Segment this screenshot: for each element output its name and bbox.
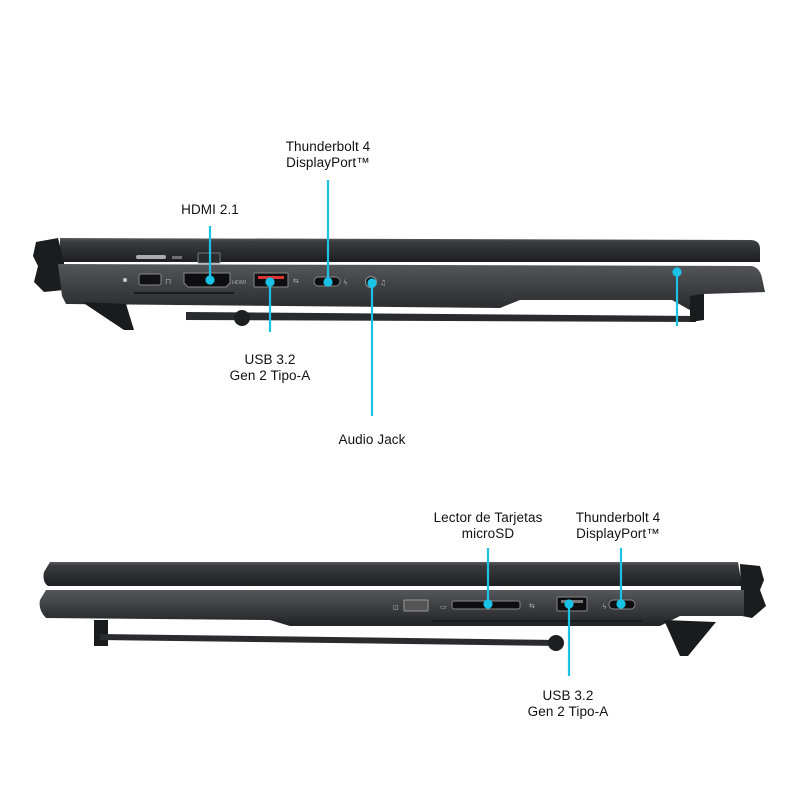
laptop-base [58,264,765,318]
power-led [123,278,127,282]
label-usb-a-bottom: USB 3.2 Gen 2 Tipo-A [527,688,609,719]
laptop-lid [60,238,760,262]
vent-line [432,620,642,622]
stand-foot-left [94,620,108,646]
hinge [33,238,64,292]
stand-bar [186,312,696,322]
lid-slot [172,256,182,259]
sd-icon: ▭ [440,603,447,611]
stand-foot-right [664,620,716,656]
headset-icon: ♫ [380,279,386,287]
stand-bar [100,634,560,646]
stand-foot-right [690,294,704,322]
thunderbolt-icon: ϟ [602,603,607,611]
lock-slot [403,599,429,612]
hdmi-port-mark: HDMI [232,280,247,286]
hinge [740,564,766,618]
label-thunderbolt-4-top: Thunderbolt 4 DisplayPort™ [285,139,371,170]
label-usb-a-top: USB 3.2 Gen 2 Tipo-A [229,352,311,383]
usb-ss-icon: ⇆ [529,602,535,610]
label-thunderbolt-4-bottom: Thunderbolt 4 DisplayPort™ [575,510,661,541]
label-microsd-reader: Lector de Tarjetas microSD [433,510,543,541]
lock-icon: ⊡ [393,604,399,612]
vent-line [134,292,234,294]
stand-foot-left [82,302,134,330]
stand-knob [548,635,564,651]
dc-in-port [138,273,162,286]
dc-icon: ⊓ [165,277,171,286]
callout-lines [205,180,682,416]
usb-ss-icon: ⇆ [293,277,299,285]
label-audio-jack: Audio Jack [338,432,406,447]
callout-lines [483,548,626,676]
thunderbolt-icon: ϟ [343,279,348,287]
laptop-lid [43,562,742,586]
stand-knob [234,310,250,326]
usb-a-tongue [258,276,284,279]
lid-logo-slot [136,255,166,259]
label-hdmi: HDMI 2.1 [181,202,239,217]
